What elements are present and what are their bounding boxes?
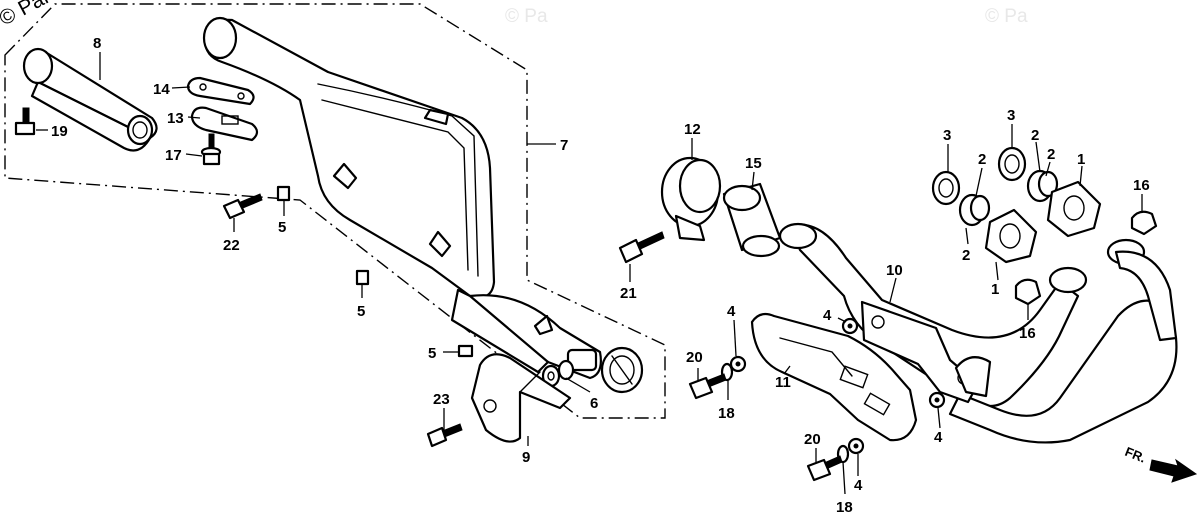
callout-23: 23 <box>433 391 450 408</box>
callout-5-a: 5 <box>278 219 286 236</box>
end-pipe-8 <box>22 47 158 152</box>
protector-11 <box>750 312 918 442</box>
ring-3-b <box>997 146 1027 182</box>
cap-nut-16-b <box>1014 278 1042 306</box>
callout-labels: 8 19 14 13 17 7 22 5 5 5 23 9 6 12 15 21… <box>51 35 1150 516</box>
watermark-faint-1: © Pa <box>505 6 548 27</box>
washer-4-a <box>841 317 859 335</box>
callout-18-a: 18 <box>718 405 735 422</box>
callout-11: 11 <box>775 374 791 391</box>
watermark-faint-2: © Pa <box>985 6 1028 27</box>
callout-21: 21 <box>620 285 637 302</box>
clip-nut-5-b <box>355 269 370 286</box>
callout-5-b: 5 <box>357 303 365 320</box>
callout-9: 9 <box>522 449 530 466</box>
muffler-7 <box>202 16 644 394</box>
callout-2-a: 2 <box>978 151 986 168</box>
clip-nut-5-c <box>457 344 474 358</box>
collar-2-a <box>958 193 991 227</box>
washer-4-d <box>847 437 865 455</box>
bracket-9 <box>470 353 572 443</box>
bolt-20-a <box>688 373 727 400</box>
muffler-assembly-boundary <box>4 3 666 419</box>
callout-4-b: 4 <box>727 303 736 320</box>
callout-12: 12 <box>684 121 701 138</box>
callout-16-a: 16 <box>1133 177 1150 194</box>
front-direction-arrow: FR. <box>1123 444 1198 483</box>
callout-2-d: 2 <box>962 247 970 264</box>
callout-1-b: 1 <box>991 281 999 298</box>
callout-18-b: 18 <box>836 499 853 516</box>
callout-14: 14 <box>153 81 170 98</box>
callout-13: 13 <box>167 110 184 127</box>
callout-22: 22 <box>223 237 240 254</box>
gasket-15 <box>722 182 782 258</box>
cap-nut-16-a <box>1130 210 1158 236</box>
flange-1-b <box>1046 180 1102 238</box>
washer-4-c <box>928 391 946 409</box>
clamp-12 <box>660 156 722 242</box>
callout-5-c: 5 <box>428 345 436 362</box>
washer-4-b <box>729 355 747 373</box>
flange-1-a <box>984 208 1038 264</box>
callout-8: 8 <box>93 35 101 52</box>
callout-15: 15 <box>745 155 762 172</box>
plate-14 <box>186 76 255 106</box>
bolt-22 <box>222 193 263 220</box>
callout-6: 6 <box>590 395 598 412</box>
front-direction-label: FR. <box>1123 444 1148 466</box>
callout-4-a: 4 <box>823 307 832 324</box>
callout-7: 7 <box>560 137 568 154</box>
bolt-21 <box>618 231 665 264</box>
callout-20-a: 20 <box>686 349 703 366</box>
callout-19: 19 <box>51 123 68 140</box>
bolt-23 <box>426 423 463 448</box>
callout-2-b: 2 <box>1031 127 1039 144</box>
callout-20-b: 20 <box>804 431 821 448</box>
watermark-main: © Par <box>0 0 54 30</box>
header-pipes-10 <box>778 222 1178 444</box>
callout-3-b: 3 <box>1007 107 1015 124</box>
callout-10: 10 <box>886 262 903 279</box>
callout-3-a: 3 <box>943 127 951 144</box>
callout-2-c: 2 <box>1047 146 1055 163</box>
callout-16-b: 16 <box>1019 325 1036 342</box>
leader-lines <box>36 52 1143 495</box>
bolt-20-b <box>806 455 843 482</box>
clip-nut-5-a <box>276 185 291 202</box>
callout-4-d: 4 <box>854 477 863 494</box>
callout-1-a: 1 <box>1077 151 1085 168</box>
bolt-17 <box>200 133 222 166</box>
callout-4-c: 4 <box>934 429 943 446</box>
screw-19 <box>14 107 36 136</box>
plate-13 <box>190 106 259 142</box>
ring-3-a <box>931 170 961 206</box>
callout-17: 17 <box>165 147 182 164</box>
washer-6 <box>541 359 575 388</box>
